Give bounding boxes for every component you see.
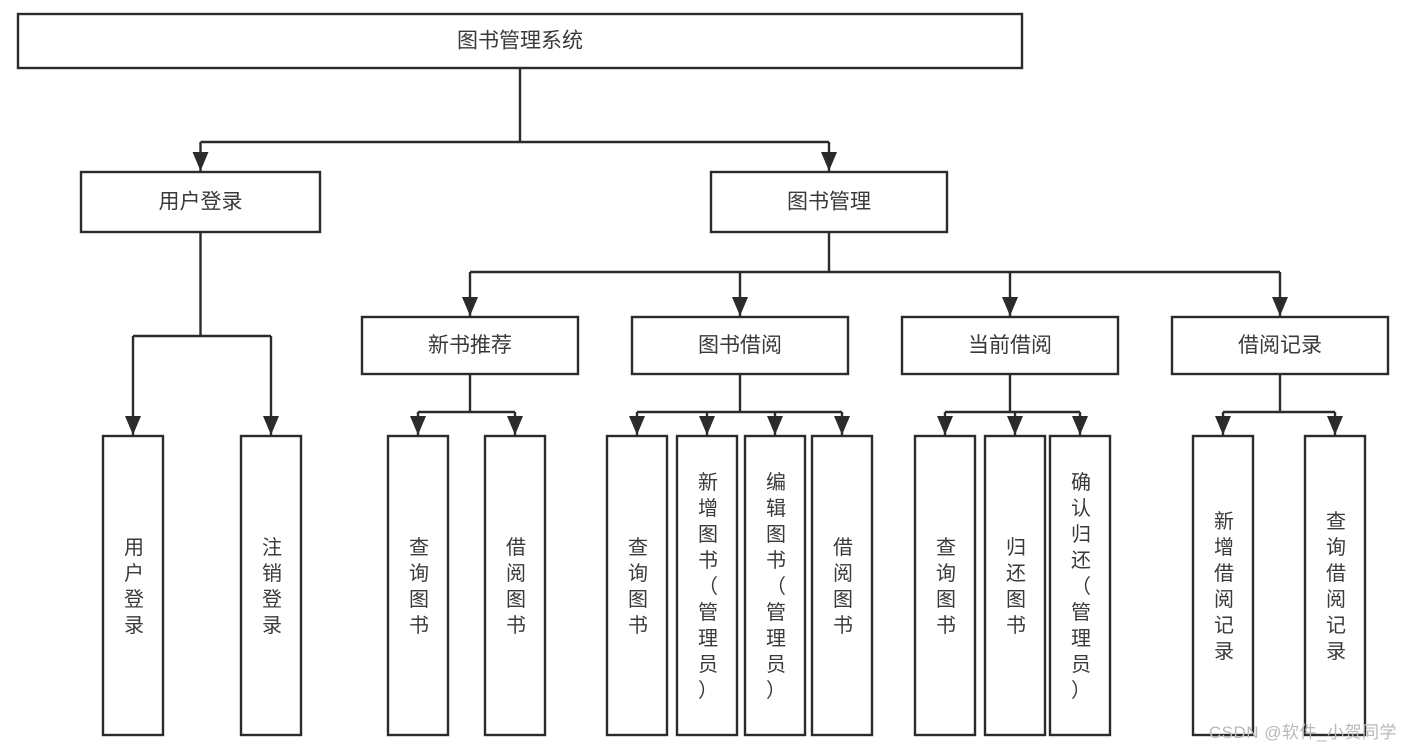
arrow-head-icon bbox=[507, 416, 523, 435]
node-rect[interactable] bbox=[983, 434, 1047, 737]
node-rect[interactable] bbox=[1303, 434, 1367, 737]
node-leaf-query-book-2[interactable]: 查询图书 bbox=[605, 434, 669, 737]
node-label: 查询借阅记录 bbox=[1326, 510, 1346, 663]
node-leaf-borrow-book-1[interactable]: 借阅图书 bbox=[483, 434, 547, 737]
node-label: 确认归还（管理员） bbox=[1071, 471, 1091, 702]
arrow-head-icon bbox=[1215, 416, 1231, 435]
node-label: 新增图书（管理员） bbox=[698, 471, 718, 702]
arrow-head-icon bbox=[821, 152, 837, 171]
node-rect[interactable] bbox=[360, 315, 580, 376]
node-label: 借阅图书 bbox=[506, 536, 526, 637]
node-new-book-rec[interactable]: 新书推荐 bbox=[360, 315, 580, 376]
node-leaf-borrow-book-2[interactable]: 借阅图书 bbox=[810, 434, 874, 737]
node-label: 用户登录 bbox=[124, 537, 144, 637]
arrow-head-icon bbox=[192, 152, 209, 171]
node-leaf-query-book-1[interactable]: 查询图书 bbox=[386, 434, 450, 737]
node-leaf-logout[interactable]: 注销登录 bbox=[239, 434, 303, 737]
node-label: 借阅图书 bbox=[833, 536, 853, 637]
node-rect[interactable] bbox=[483, 434, 547, 737]
arrow-head-icon bbox=[937, 416, 953, 435]
node-leaf-user-login[interactable]: 用户登录 bbox=[101, 434, 165, 737]
node-label: 注销登录 bbox=[262, 536, 282, 637]
node-leaf-return-book[interactable]: 归还图书 bbox=[983, 434, 1047, 737]
node-rect[interactable] bbox=[386, 434, 450, 737]
node-root-图书管理系统[interactable]: 图书管理系统 bbox=[16, 12, 1024, 70]
arrow-head-icon bbox=[410, 416, 426, 435]
node-label: 编辑图书（管理员） bbox=[766, 471, 786, 702]
node-rect[interactable] bbox=[675, 434, 739, 737]
node-label: 新增借阅记录 bbox=[1214, 510, 1234, 663]
node-label: 借阅记录 bbox=[1238, 334, 1322, 357]
node-label: 图书管理 bbox=[787, 191, 871, 214]
arrow-head-icon bbox=[263, 416, 279, 435]
node-rect[interactable] bbox=[900, 315, 1120, 376]
node-label: 查询图书 bbox=[628, 536, 648, 637]
arrow-head-icon bbox=[834, 416, 850, 435]
arrow-head-icon bbox=[462, 297, 478, 316]
node-book-borrow[interactable]: 图书借阅 bbox=[630, 315, 850, 376]
arrow-head-icon bbox=[1007, 416, 1023, 435]
node-leaf-add-record[interactable]: 新增借阅记录 bbox=[1191, 434, 1255, 737]
node-rect[interactable] bbox=[101, 434, 165, 737]
arrow-head-icon bbox=[767, 416, 783, 435]
node-label: 查询图书 bbox=[409, 536, 429, 637]
arrow-head-icon bbox=[699, 416, 715, 435]
node-leaf-confirm-return[interactable]: 确认归还（管理员） bbox=[1048, 434, 1112, 737]
node-rect[interactable] bbox=[79, 170, 322, 234]
node-label: 图书管理系统 bbox=[457, 30, 583, 53]
node-rect[interactable] bbox=[605, 434, 669, 737]
node-leaf-edit-book[interactable]: 编辑图书（管理员） bbox=[743, 434, 807, 737]
node-rect[interactable] bbox=[709, 170, 949, 234]
arrow-head-icon bbox=[125, 416, 141, 435]
node-label: 查询图书 bbox=[936, 536, 956, 637]
node-current-borrow[interactable]: 当前借阅 bbox=[900, 315, 1120, 376]
node-label: 当前借阅 bbox=[968, 334, 1052, 357]
arrow-head-icon bbox=[1072, 416, 1088, 435]
node-rect[interactable] bbox=[810, 434, 874, 737]
node-leaf-add-book[interactable]: 新增图书（管理员） bbox=[675, 434, 739, 737]
node-label: 用户登录 bbox=[159, 191, 243, 214]
node-borrow-record[interactable]: 借阅记录 bbox=[1170, 315, 1390, 376]
node-book-manage[interactable]: 图书管理 bbox=[709, 170, 949, 234]
node-rect[interactable] bbox=[1191, 434, 1255, 737]
node-leaf-query-record[interactable]: 查询借阅记录 bbox=[1303, 434, 1367, 737]
arrow-head-icon bbox=[732, 297, 748, 316]
connector-lines bbox=[125, 68, 1343, 435]
node-rect[interactable] bbox=[630, 315, 850, 376]
node-rect[interactable] bbox=[239, 434, 303, 737]
arrow-head-icon bbox=[1272, 297, 1288, 316]
node-label: 新书推荐 bbox=[428, 334, 512, 357]
arrow-head-icon bbox=[629, 416, 645, 435]
node-rect[interactable] bbox=[1170, 315, 1390, 376]
node-rect[interactable] bbox=[16, 12, 1024, 70]
arrow-head-icon bbox=[1002, 297, 1018, 316]
arrow-head-icon bbox=[1327, 416, 1343, 435]
node-rect[interactable] bbox=[1048, 434, 1112, 737]
node-user-login[interactable]: 用户登录 bbox=[79, 170, 322, 234]
node-rect[interactable] bbox=[743, 434, 807, 737]
node-label: 图书借阅 bbox=[698, 334, 782, 357]
node-rect[interactable] bbox=[913, 434, 977, 737]
node-leaf-query-book-3[interactable]: 查询图书 bbox=[913, 434, 977, 737]
node-boxes: 图书管理系统用户登录图书管理新书推荐图书借阅当前借阅借阅记录用户登录注销登录查询… bbox=[16, 12, 1390, 737]
node-label: 归还图书 bbox=[1006, 536, 1026, 637]
